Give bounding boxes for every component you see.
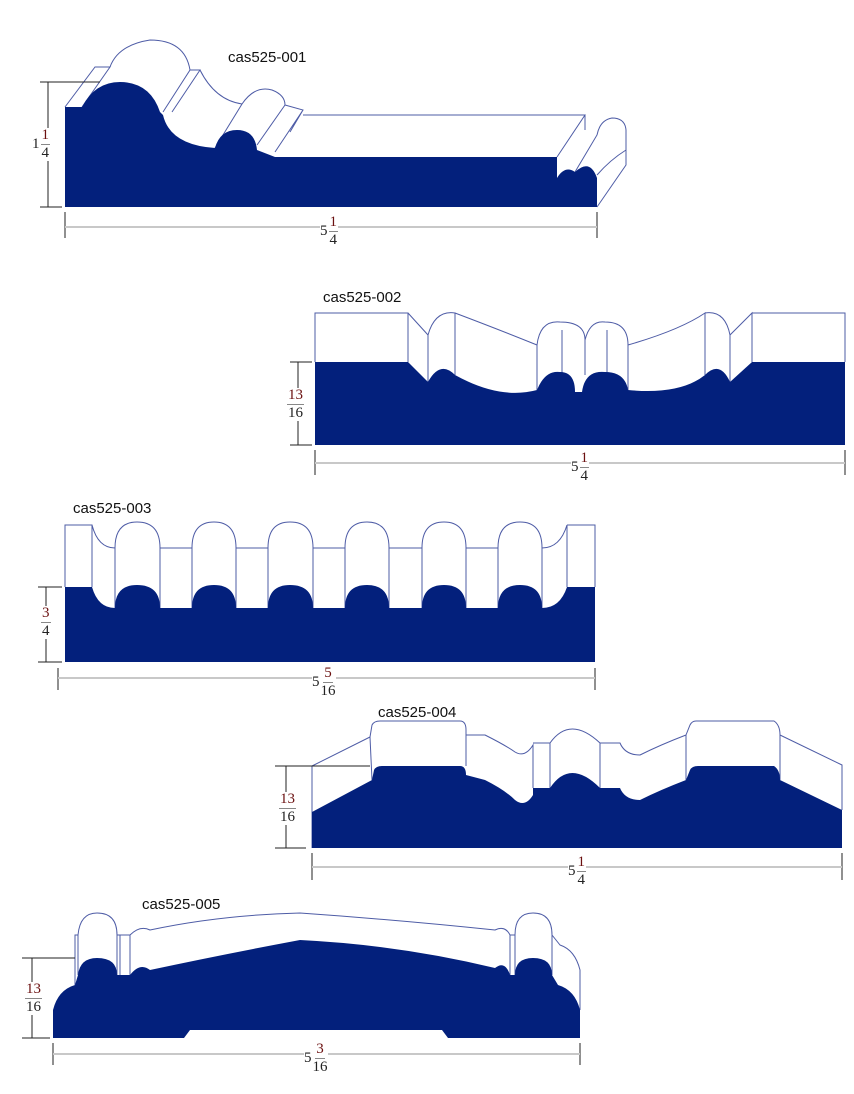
profile-title: cas525-004	[378, 704, 457, 721]
profile-title: cas525-001	[228, 49, 307, 66]
profile-title: cas525-003	[73, 500, 152, 517]
profile-1-section	[65, 82, 597, 207]
profile-title: cas525-002	[323, 289, 402, 306]
profile-cas525-001	[40, 39, 627, 238]
profile-cas525-004	[275, 720, 843, 880]
profile-cas525-002	[290, 311, 846, 475]
profile-cas525-005	[22, 912, 581, 1065]
profile-1-outline	[64, 39, 627, 208]
profile-cas525-003	[38, 521, 596, 690]
profile-title: cas525-005	[142, 896, 221, 913]
